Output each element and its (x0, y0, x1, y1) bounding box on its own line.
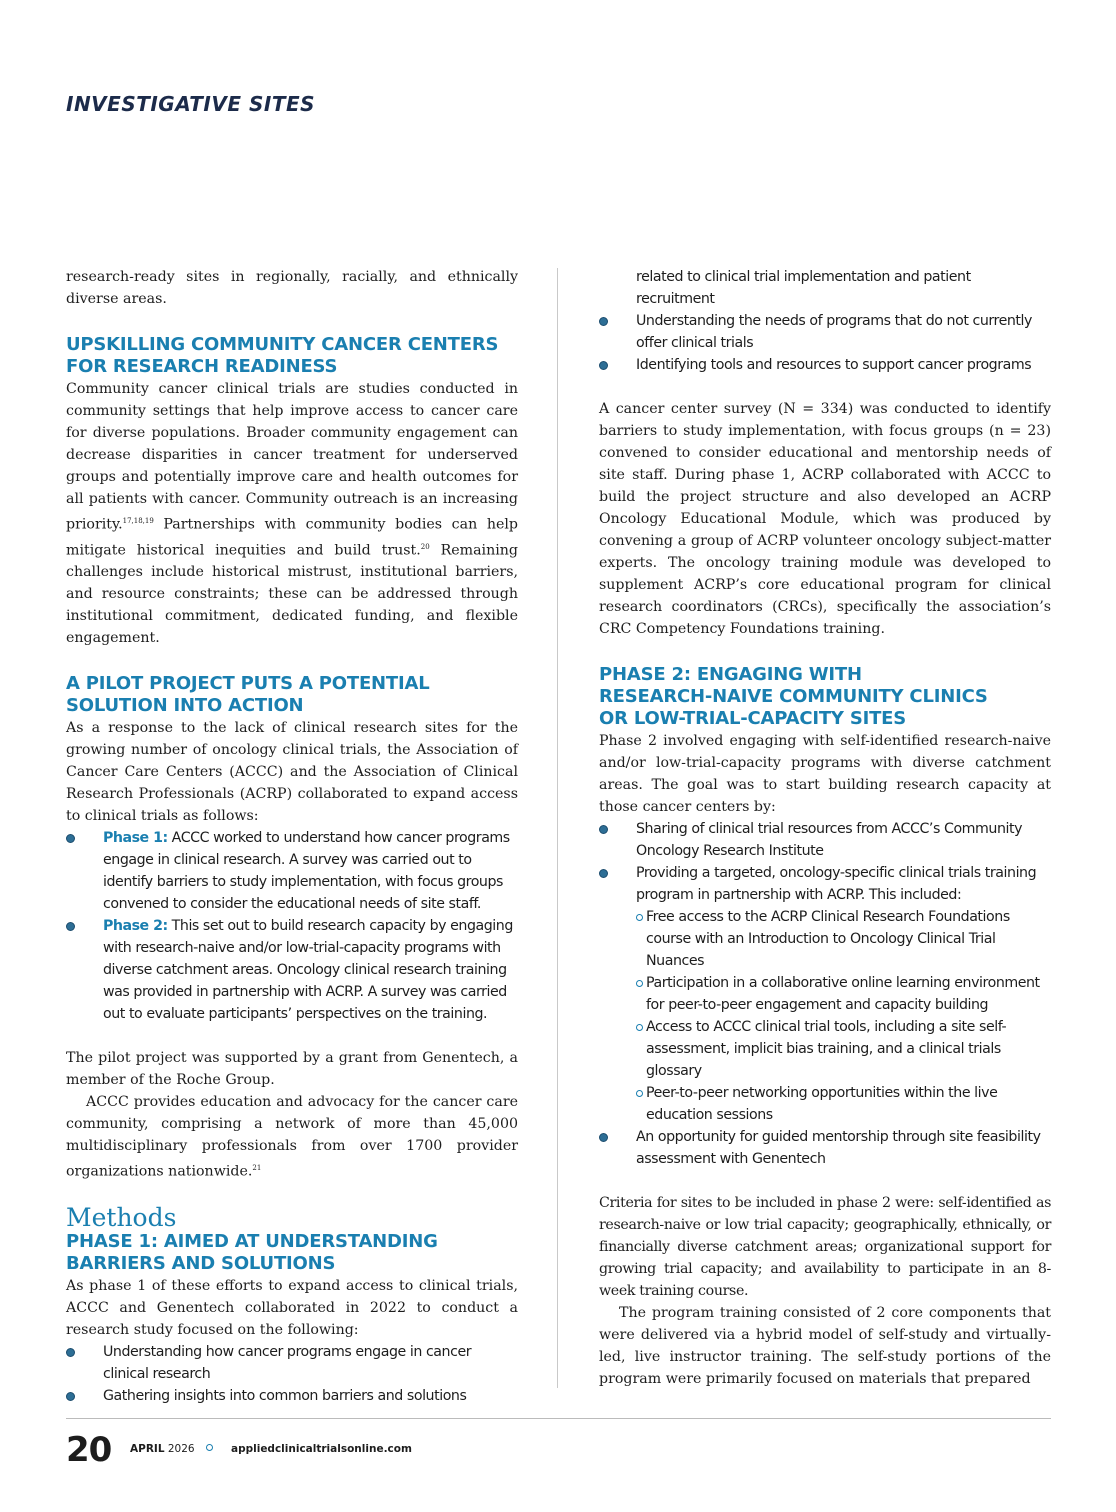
list-item: Phase 2: This set out to build research … (66, 915, 518, 1025)
list-item-text: Understanding how cancer programs engage… (103, 1344, 472, 1383)
heading-line: BARRIERS AND SOLUTIONS (66, 1253, 336, 1275)
reference-marker: 17,18,19 (122, 517, 154, 525)
sub-list-item-text: Peer-to-peer networking opportunities wi… (646, 1085, 998, 1123)
list-item-text: An opportunity for guided mentorship thr… (636, 1129, 1041, 1167)
list-item: Sharing of clinical trial resources from… (599, 818, 1051, 862)
sub-list-item: Access to ACCC clinical trial tools, inc… (636, 1016, 1051, 1082)
heading-upskilling: UPSKILLING COMMUNITY CANCER CENTERS FOR … (66, 334, 518, 378)
bullet-dot (66, 834, 75, 844)
list-item-text: Gathering insights into common barriers … (103, 1388, 467, 1405)
list-item-text: This set out to build research capacity … (103, 918, 513, 1023)
list-item: related to clinical trial implementation… (599, 266, 1051, 310)
heading-line: OR LOW-TRIAL-CAPACITY SITES (599, 708, 907, 729)
footer-rule (66, 1418, 1051, 1419)
sub-bullet-circle (636, 1024, 643, 1031)
heading-line: PHASE 1: AIMED AT UNDERSTANDING (66, 1231, 438, 1253)
heading-line: RESEARCH-NAIVE COMMUNITY CLINICS (599, 686, 988, 707)
list-item-text: Providing a targeted, oncology-specific … (636, 865, 1037, 903)
sub-list-item: Free access to the ACRP Clinical Researc… (636, 906, 1051, 972)
sub-bullet-circle (636, 1090, 643, 1097)
sub-list-item-text: Participation in a collaborative online … (646, 975, 1040, 1013)
list-item-text: Understanding the needs of programs that… (636, 313, 1032, 351)
phase1-bullet-list: Understanding how cancer programs engage… (66, 1341, 518, 1407)
sub-bullet-list: Free access to the ACRP Clinical Researc… (636, 906, 1051, 1126)
heading-methods: Methods (66, 1203, 177, 1233)
phase2-bullet-list: Sharing of clinical trial resources from… (599, 818, 1051, 1170)
heading-pilot: A PILOT PROJECT PUTS A POTENTIAL SOLUTIO… (66, 673, 518, 717)
survey-paragraph: A cancer center survey (N = 334) was con… (599, 401, 1051, 637)
right-column: related to clinical trial implementation… (599, 266, 1051, 1390)
bullet-dot (66, 1392, 75, 1402)
list-item: Understanding how cancer programs engage… (66, 1341, 518, 1385)
sub-list-item-text: Access to ACCC clinical trial tools, inc… (646, 1019, 1007, 1079)
bullet-dot (599, 317, 608, 326)
sub-bullet-circle (636, 914, 643, 921)
pilot-paragraph: As a response to the lack of clinical re… (66, 720, 518, 825)
criteria-paragraph: Criteria for sites to be included in pha… (599, 1195, 1051, 1299)
section-label: INVESTIGATIVE SITES (66, 92, 316, 116)
issue-date: APRIL 2026 (130, 1443, 195, 1455)
list-item: Providing a targeted, oncology-specific … (599, 862, 1051, 1126)
list-item: Identifying tools and resources to suppo… (599, 354, 1051, 376)
phase-label: Phase 2: (103, 918, 168, 935)
funding-paragraph: The pilot project was supported by a gra… (66, 1050, 518, 1089)
list-item: Phase 1: ACCC worked to understand how c… (66, 827, 518, 915)
issue-year: 2026 (164, 1443, 195, 1455)
footer-separator-icon (206, 1444, 213, 1451)
heading-line: SOLUTION INTO ACTION (66, 695, 304, 717)
text-run: Remaining challenges include historical … (66, 542, 518, 647)
list-item-text: ACCC worked to understand how cancer pro… (103, 830, 510, 913)
phase2-paragraph: Phase 2 involved engaging with self-iden… (599, 733, 1051, 815)
bullet-dot (599, 869, 608, 878)
heading-line: UPSKILLING COMMUNITY CANCER CENTERS (66, 334, 499, 355)
bullet-dot (599, 825, 608, 834)
training-paragraph: The program training consisted of 2 core… (599, 1305, 1051, 1387)
pilot-bullet-list: Phase 1: ACCC worked to understand how c… (66, 827, 518, 1025)
sub-list-item-text: Free access to the ACRP Clinical Researc… (646, 909, 1010, 969)
phase1-paragraph: As phase 1 of these efforts to expand ac… (66, 1278, 518, 1339)
reference-marker: 20 (420, 542, 430, 551)
heading-line: PHASE 2: ENGAGING WITH (599, 664, 862, 685)
list-item: Gathering insights into common barriers … (66, 1385, 518, 1407)
upskilling-paragraph: Community cancer clinical trials are stu… (66, 378, 518, 649)
heading-line: FOR RESEARCH READINESS (66, 356, 338, 377)
bullet-dot (66, 922, 75, 932)
list-item-text: related to clinical trial implementation… (636, 269, 971, 307)
column-divider (557, 268, 558, 1388)
sub-list-item: Peer-to-peer networking opportunities wi… (636, 1082, 1051, 1126)
sub-list-item: Participation in a collaborative online … (636, 972, 1051, 1016)
bullet-dot (66, 1348, 75, 1358)
heading-phase1: PHASE 1: AIMED AT UNDERSTANDING BARRIERS… (66, 1231, 518, 1275)
left-column: research-ready sites in regionally, raci… (66, 266, 518, 1407)
accc-paragraph: ACCC provides education and advocacy for… (66, 1091, 518, 1183)
list-item: An opportunity for guided mentorship thr… (599, 1126, 1051, 1170)
text-run: Community cancer clinical trials are stu… (66, 381, 518, 533)
issue-month: APRIL (130, 1443, 165, 1455)
list-item-text: Identifying tools and resources to suppo… (636, 357, 1032, 373)
page-number: 20 (66, 1430, 112, 1470)
heading-line: A PILOT PROJECT PUTS A POTENTIAL (66, 673, 430, 695)
bullet-dot (599, 1133, 608, 1142)
heading-phase2: PHASE 2: ENGAGING WITH RESEARCH-NAIVE CO… (599, 664, 1051, 730)
sub-bullet-circle (636, 980, 643, 987)
bullet-dot (599, 361, 608, 370)
text-run: Partnerships with community bodies can h… (66, 516, 518, 559)
phase1-bullet-list-continued: related to clinical trial implementation… (599, 266, 1051, 376)
reference-marker: 21 (252, 1164, 262, 1173)
text-run: ACCC provides education and advocacy for… (66, 1094, 518, 1181)
website-link[interactable]: appliedclinicaltrialsonline.com (231, 1443, 412, 1455)
intro-paragraph: research-ready sites in regionally, raci… (66, 269, 518, 307)
list-item-text: Sharing of clinical trial resources from… (636, 821, 1023, 859)
list-item: Understanding the needs of programs that… (599, 310, 1051, 354)
phase-label: Phase 1: (103, 830, 168, 847)
